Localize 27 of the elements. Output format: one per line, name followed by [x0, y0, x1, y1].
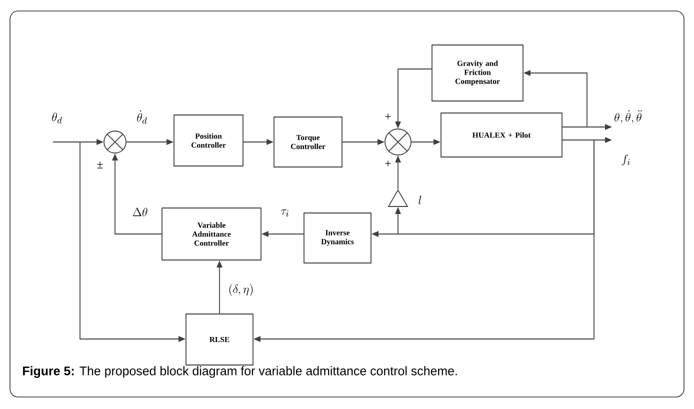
arrow — [243, 139, 274, 145]
signal-label: $\tau_i$ — [280, 210, 288, 217]
arrow — [112, 153, 162, 234]
arrow — [395, 155, 401, 190]
arrow — [126, 139, 174, 145]
signal-label: $\theta,\dot{\theta},\ddot{\theta}$ — [614, 110, 642, 124]
arrow — [342, 139, 385, 145]
sign-label: + — [385, 114, 391, 120]
arrow — [523, 70, 588, 128]
arrow — [216, 260, 222, 314]
arrow — [261, 231, 304, 237]
arrow — [395, 68, 432, 129]
signal-label: $\theta_d$ — [52, 112, 62, 124]
arrow — [52, 139, 104, 145]
caption: Figure 5: The proposed block diagram for variable admittance control scheme. — [23, 366, 457, 378]
summing-junction — [384, 128, 412, 156]
arrow — [253, 140, 594, 342]
signal-label: $\dot{\theta}_d$ — [137, 110, 147, 124]
gain-label: $l$ — [418, 196, 422, 204]
signal-label: $\Delta\theta$ — [132, 208, 148, 216]
summing-junction — [104, 130, 126, 154]
arrow — [411, 139, 441, 145]
sign-label: ± — [97, 162, 103, 168]
arrow — [80, 142, 186, 342]
signal-label: $f_i$ — [622, 154, 630, 166]
signal-label: $(\delta,\eta)$ — [229, 284, 253, 296]
sign-label: + — [385, 160, 391, 166]
